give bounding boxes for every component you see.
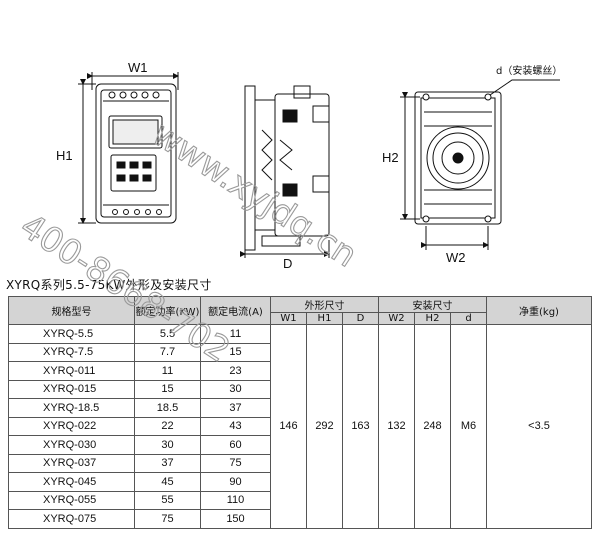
screw-callout-label: d（安装螺丝） <box>496 64 562 77</box>
current-cell: 90 <box>200 472 271 492</box>
power-cell: 30 <box>134 435 201 455</box>
weight-value: <3.5 <box>486 324 592 529</box>
current-cell: 11 <box>200 324 271 344</box>
current-cell: 150 <box>200 509 271 529</box>
h2-label: H2 <box>382 150 399 165</box>
side-view <box>240 85 330 258</box>
power-cell: 15 <box>134 379 201 399</box>
outline-group-header: 外形尺寸 <box>270 296 379 313</box>
power-cell: 37 <box>134 453 201 473</box>
power-cell: 5.5 <box>134 324 201 344</box>
power-header: 额定功率(KW) <box>134 296 201 325</box>
model-cell: XYRQ-5.5 <box>8 324 135 344</box>
current-cell: 60 <box>200 435 271 455</box>
model-cell: XYRQ-045 <box>8 472 135 492</box>
w1-value: 146 <box>270 324 307 529</box>
weight-header: 净重(kg) <box>486 296 592 325</box>
power-cell: 55 <box>134 490 201 510</box>
w2-label: W2 <box>446 250 466 265</box>
d-label: D <box>283 256 292 271</box>
current-cell: 75 <box>200 453 271 473</box>
back-view <box>400 79 560 250</box>
current-cell: 37 <box>200 398 271 418</box>
model-cell: XYRQ-055 <box>8 490 135 510</box>
current-cell: 110 <box>200 490 271 510</box>
power-cell: 22 <box>134 416 201 436</box>
table-subheader-row: W1 H1 D W2 H2 d <box>9 312 592 325</box>
h1-value: 292 <box>306 324 343 529</box>
section-title: XYRQ系列5.5-75KW外形及安装尺寸 <box>6 278 212 292</box>
model-header: 规格型号 <box>8 296 135 325</box>
front-view <box>78 72 179 224</box>
current-cell: 15 <box>200 342 271 362</box>
screw-value: M6 <box>450 324 487 529</box>
w1-label: W1 <box>128 60 148 75</box>
power-cell: 11 <box>134 361 201 381</box>
model-cell: XYRQ-030 <box>8 435 135 455</box>
current-cell: 43 <box>200 416 271 436</box>
power-cell: 45 <box>134 472 201 492</box>
model-cell: XYRQ-18.5 <box>8 398 135 418</box>
model-cell: XYRQ-011 <box>8 361 135 381</box>
model-cell: XYRQ-015 <box>8 379 135 399</box>
d-header: D <box>342 312 379 325</box>
screw-header: d <box>450 312 487 325</box>
h1-header: H1 <box>306 312 343 325</box>
model-cell: XYRQ-7.5 <box>8 342 135 362</box>
w1-header: W1 <box>270 312 307 325</box>
current-cell: 30 <box>200 379 271 399</box>
power-cell: 18.5 <box>134 398 201 418</box>
model-cell: XYRQ-022 <box>8 416 135 436</box>
d-value: 163 <box>342 324 379 529</box>
h1-label: H1 <box>56 148 73 163</box>
table-header-row: 规格型号 额定功率(KW) 额定电流(A) 外形尺寸 安装尺寸 净重(kg) <box>8 296 592 325</box>
model-cell: XYRQ-037 <box>8 453 135 473</box>
current-header: 额定电流(A) <box>200 296 271 325</box>
dimension-drawings: W1 H1 D <box>56 60 562 271</box>
spec-table: 规格型号 额定功率(KW) 额定电流(A) 外形尺寸 安装尺寸 净重(kg) W… <box>8 296 592 529</box>
model-cell: XYRQ-075 <box>8 509 135 529</box>
h2-header: H2 <box>414 312 451 325</box>
h2-value: 248 <box>414 324 451 529</box>
current-cell: 23 <box>200 361 271 381</box>
power-cell: 75 <box>134 509 201 529</box>
install-group-header: 安装尺寸 <box>378 296 487 313</box>
w2-value: 132 <box>378 324 415 529</box>
w2-header: W2 <box>378 312 415 325</box>
power-cell: 7.7 <box>134 342 201 362</box>
